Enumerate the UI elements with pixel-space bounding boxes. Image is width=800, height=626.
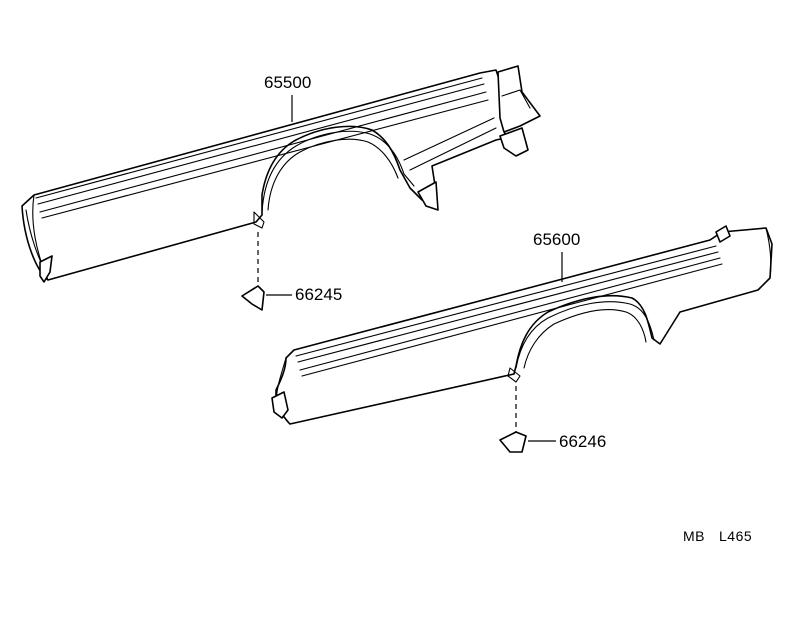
drawing-code-number: L465 — [719, 528, 753, 544]
part-number-65500: 65500 — [264, 73, 312, 92]
panel-65500-drawing — [21, 65, 541, 283]
part-number-66245: 66245 — [295, 285, 343, 304]
panel-65600-drawing — [271, 225, 773, 425]
part-66246-drawing — [499, 431, 527, 453]
drawing-code-prefix: MB — [683, 528, 705, 544]
part-66245-drawing — [241, 285, 265, 311]
part-number-66246: 66246 — [559, 432, 607, 451]
part-number-65600: 65600 — [533, 230, 581, 249]
